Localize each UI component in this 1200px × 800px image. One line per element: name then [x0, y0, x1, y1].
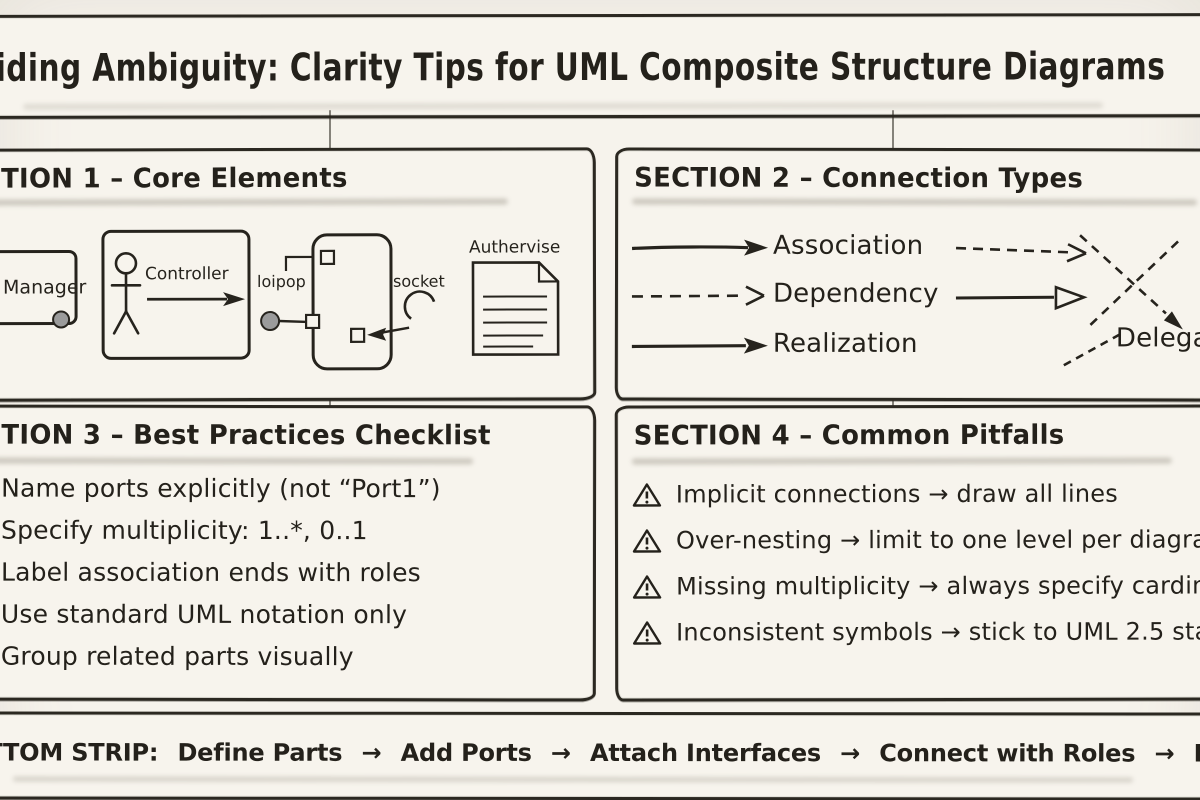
pitfall-text: Implicit connections → draw all lines	[675, 479, 1118, 509]
list-item: Specify multiplicity: 1..*, 0..1	[1, 515, 368, 546]
dependency-arrow	[631, 285, 765, 306]
list-item: Missing multiplicity → always specify ca…	[632, 571, 1200, 600]
warning-icon	[632, 620, 662, 645]
workflow-step: Connect with Roles	[879, 739, 1136, 768]
lollipop-ball-icon	[260, 311, 281, 332]
workflow-step: Define Parts	[177, 738, 343, 767]
list-item: Use standard UML notation only	[0, 599, 408, 630]
association-arrow	[631, 239, 769, 256]
arrow-icon: →	[840, 739, 861, 768]
warning-icon	[632, 482, 662, 507]
manager-label: Manager	[3, 276, 87, 298]
delegation-dash	[1063, 333, 1121, 367]
association-label: Association	[773, 230, 924, 261]
connection-arrows-diagram	[631, 234, 1183, 367]
frame-tick	[329, 110, 331, 152]
list-item: Name ports explicitly (not “Port1”)	[1, 473, 441, 504]
list-item: Implicit connections → draw all lines	[632, 479, 1200, 508]
port-square-left	[304, 313, 321, 330]
pitfall-text: Missing multiplicity → always specify ca…	[676, 571, 1200, 601]
list-item: Group related parts visually	[0, 641, 354, 672]
pitfalls-list: Implicit connections → draw all lines Ov…	[632, 479, 1200, 646]
list-item: Label association ends with roles	[0, 557, 421, 588]
realization-arrow	[631, 337, 768, 354]
pitfall-text: Over-nesting → limit to one level per di…	[675, 525, 1200, 555]
title-frame: Avoiding Ambiguity: Clarity Tips for UML…	[0, 13, 1200, 119]
pitfall-text: Inconsistent symbols → stick to UML 2.5 …	[676, 617, 1200, 647]
section4-heading: SECTION 4 – Common Pitfalls	[633, 419, 1065, 452]
socket-arc-icon	[403, 290, 436, 320]
controller-label: Controller	[145, 264, 229, 284]
bottom-strip-label: BOTTOM STRIP:	[0, 738, 159, 767]
arrow-icon: →	[1154, 739, 1175, 768]
list-item: Over-nesting → limit to one level per di…	[632, 525, 1200, 554]
document-icon	[471, 261, 560, 356]
socket-arrow	[367, 326, 410, 341]
best-practices-list: Name ports explicitly (not “Port1”) Spec…	[1, 474, 441, 672]
realization-label: Realization	[772, 328, 918, 359]
port-square-top	[319, 249, 336, 266]
lollipop-label: loipop	[257, 272, 306, 291]
port-square-inner	[350, 327, 366, 343]
section-best-practices: SECTION 3 – Best Practices Checklist Nam…	[0, 404, 597, 702]
list-item: Inconsistent symbols → stick to UML 2.5 …	[632, 617, 1200, 646]
pencil-smudge	[631, 457, 1172, 465]
section-core-elements: SECTION 1 – Core Elements Manager Contro…	[0, 147, 597, 402]
document-label: Authervise	[469, 237, 560, 257]
manager-box	[0, 249, 78, 326]
page-title: Avoiding Ambiguity: Clarity Tips for UML…	[0, 44, 1166, 90]
pencil-smudge	[12, 776, 1133, 783]
open-triangle-arrow	[955, 285, 1088, 311]
workflow-step: Review Checklist	[1193, 739, 1200, 768]
section-common-pitfalls: SECTION 4 – Common Pitfalls Implicit con…	[614, 404, 1200, 702]
manager-lollipop-ball-icon	[52, 310, 71, 329]
section-connection-types: SECTION 2 – Connection Types	[614, 147, 1200, 402]
crossing-dashed-lines	[1079, 234, 1183, 330]
dependency-label: Dependency	[772, 278, 939, 310]
socket-label: socket	[393, 272, 445, 291]
workflow-step: Add Ports	[400, 738, 532, 767]
bottom-strip-text: BOTTOM STRIP: Define Parts → Add Ports →…	[0, 738, 1200, 767]
arrow-icon: →	[550, 738, 571, 767]
lollipop-connector	[284, 255, 323, 271]
controller-box	[101, 229, 251, 360]
warning-icon	[632, 574, 662, 599]
controller-arrow	[147, 292, 246, 307]
bottom-strip: BOTTOM STRIP: Define Parts → Add Ports →…	[0, 711, 1200, 800]
arrow-icon: →	[361, 738, 382, 767]
dashed-arrow-right	[955, 243, 1087, 263]
lollipop-stem	[279, 319, 308, 324]
pencil-smudge	[23, 102, 1104, 110]
pencil-smudge	[0, 457, 474, 465]
delegation-label: Delegation	[1115, 323, 1200, 354]
warning-icon	[632, 528, 662, 553]
workflow-step: Attach Interfaces	[590, 738, 822, 768]
stick-figure-icon	[110, 252, 142, 335]
core-elements-diagram: Manager Controller loipop	[0, 229, 560, 371]
section3-heading: SECTION 3 – Best Practices Checklist	[0, 419, 491, 452]
frame-tick	[892, 110, 894, 152]
